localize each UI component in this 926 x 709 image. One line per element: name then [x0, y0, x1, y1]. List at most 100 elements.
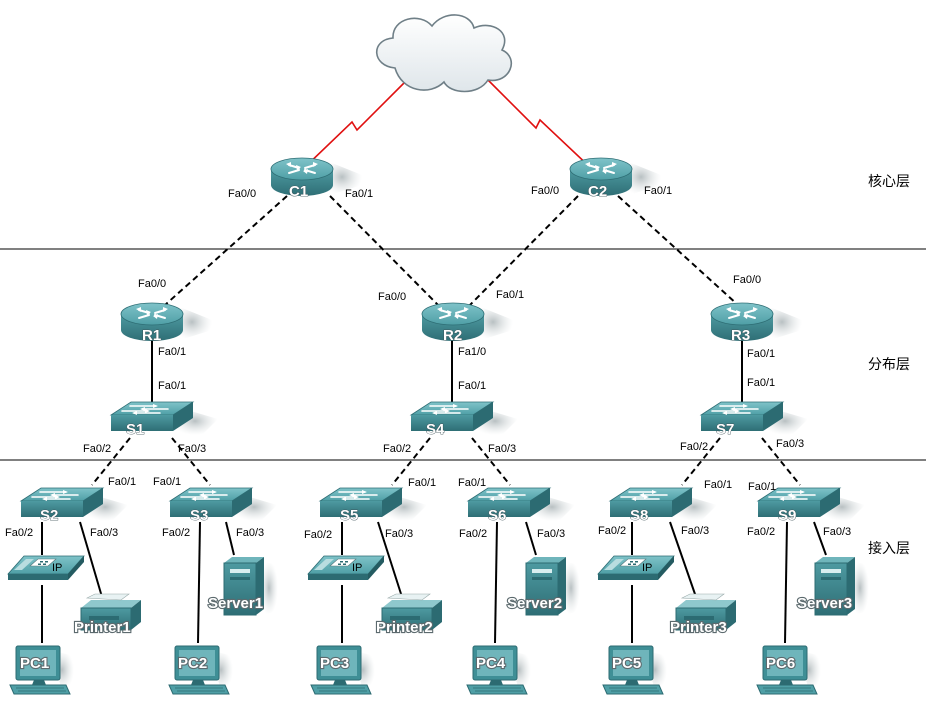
- switch-s3[interactable]: S3: [169, 487, 278, 524]
- link-s3-pc2: [197, 521, 201, 644]
- port-label: Fa0/2: [83, 443, 111, 455]
- port-label: Fa0/2: [598, 525, 626, 537]
- router-label: R3: [731, 327, 750, 344]
- ip-phones: IP IP IP: [7, 555, 675, 581]
- printer-3[interactable]: Printer3: [669, 593, 737, 637]
- port-label: Fa0/1: [408, 477, 436, 489]
- server-label: Server1: [208, 595, 263, 612]
- switch-s6[interactable]: S6: [467, 487, 576, 524]
- port-label: Fa0/2: [383, 443, 411, 455]
- printer-2[interactable]: Printer2: [375, 593, 443, 637]
- pc-5[interactable]: PC5: [602, 645, 668, 695]
- server-2[interactable]: Server2: [506, 556, 581, 616]
- switch-label: S5: [340, 507, 358, 524]
- links: [41, 79, 827, 644]
- port-label: Fa0/1: [458, 477, 486, 489]
- ip-phone-1[interactable]: IP: [7, 555, 85, 581]
- printer-label: Printer3: [670, 619, 727, 636]
- ip-phone-2[interactable]: IP: [307, 555, 385, 581]
- ip-phone-label: IP: [352, 562, 362, 574]
- pc-label: PC3: [320, 655, 349, 672]
- switch-s7[interactable]: S7: [700, 401, 809, 438]
- ip-phone-label: IP: [52, 562, 62, 574]
- port-label: Fa0/0: [733, 274, 761, 286]
- port-label: Fa0/1: [704, 479, 732, 491]
- link-s9-pc6: [784, 521, 788, 644]
- port-label: Fa0/1: [108, 476, 136, 488]
- server-label: Server2: [507, 595, 562, 612]
- link-s7-s9: [761, 437, 801, 486]
- switch-label: S4: [426, 421, 445, 438]
- router-c2[interactable]: C2: [569, 157, 662, 200]
- port-label: Fa0/1: [153, 476, 181, 488]
- switch-label: S6: [488, 507, 506, 524]
- switches: S1 S4 S7 S2 S3 S5 S6 S8: [20, 401, 866, 524]
- switch-s8[interactable]: S8: [609, 487, 718, 524]
- port-label: Fa0/2: [5, 527, 33, 539]
- link-s4-s6: [471, 437, 511, 486]
- port-label: Fa0/1: [747, 348, 775, 360]
- router-label: C1: [289, 183, 308, 200]
- router-r2[interactable]: R2: [421, 302, 514, 344]
- switch-s9[interactable]: S9: [757, 487, 866, 524]
- pc-2[interactable]: PC2: [168, 645, 234, 695]
- switch-label: S1: [126, 421, 144, 438]
- port-label: Fa0/1: [644, 185, 672, 197]
- port-label: Fa0/2: [459, 528, 487, 540]
- link-c1-r1: [164, 195, 288, 306]
- router-c1[interactable]: C1: [270, 157, 363, 200]
- port-label: Fa0/0: [228, 188, 256, 200]
- port-label: Fa0/2: [162, 527, 190, 539]
- port-label: Fa0/1: [158, 346, 186, 358]
- pc-1[interactable]: PC1: [9, 645, 75, 695]
- ip-phone-3[interactable]: IP: [597, 555, 675, 581]
- printer-label: Printer1: [74, 619, 131, 636]
- port-label: Fa0/1: [748, 481, 776, 493]
- pc-label: PC6: [766, 655, 795, 672]
- link-s6-pc4: [494, 521, 498, 644]
- layer-labels: 核心层 分布层 接入层: [868, 174, 910, 557]
- pc-label: PC2: [178, 655, 207, 672]
- router-r3[interactable]: R3: [710, 302, 803, 344]
- server-1[interactable]: Server1: [207, 556, 279, 616]
- printers: Printer1 Printer2 Printer3: [73, 593, 737, 637]
- switch-label: S3: [190, 507, 208, 524]
- layer-label-core: 核心层: [868, 174, 910, 190]
- link-s1-s3: [171, 437, 211, 486]
- port-label: Fa0/3: [681, 525, 709, 537]
- link-s7-s8: [681, 437, 721, 486]
- port-label: Fa1/0: [458, 346, 486, 358]
- port-label: Fa0/2: [680, 441, 708, 453]
- link-c2-cloud: [487, 79, 594, 171]
- pcs: PC1 PC2 PC3 PC4 PC5 PC6: [9, 645, 822, 695]
- cloud-icon: [375, 14, 513, 93]
- switch-s1[interactable]: S1: [110, 401, 219, 438]
- switch-s2[interactable]: S2: [20, 487, 129, 524]
- port-label: Fa0/1: [747, 377, 775, 389]
- port-label: Fa0/0: [138, 278, 166, 290]
- server-3[interactable]: Server3: [796, 556, 870, 616]
- pc-4[interactable]: PC4: [466, 645, 532, 695]
- port-label: Fa0/1: [458, 380, 486, 392]
- router-r1[interactable]: R1: [120, 302, 213, 344]
- pc-label: PC1: [20, 655, 49, 672]
- port-label: Fa0/3: [823, 526, 851, 538]
- pc-3[interactable]: PC3: [310, 645, 376, 695]
- switch-s4[interactable]: S4: [410, 401, 519, 438]
- switch-s5[interactable]: S5: [319, 487, 428, 524]
- switch-label: S7: [716, 421, 734, 438]
- link-c2-r2: [469, 195, 579, 306]
- port-label: Fa0/1: [345, 188, 373, 200]
- layer-label-distribution: 分布层: [868, 357, 910, 373]
- switch-label: S2: [40, 507, 58, 524]
- port-label: Fa0/3: [236, 527, 264, 539]
- port-label: Fa0/3: [90, 527, 118, 539]
- pc-6[interactable]: PC6: [756, 645, 822, 695]
- printer-1[interactable]: Printer1: [73, 593, 142, 637]
- link-s4-s5: [391, 437, 431, 486]
- port-labels: Fa0/0 Fa0/1 Fa0/0 Fa0/1 Fa0/0 Fa0/1 Fa0/…: [5, 185, 851, 541]
- port-label: Fa0/3: [178, 443, 206, 455]
- link-s2-printer1: [79, 521, 103, 598]
- switch-label: S9: [778, 507, 796, 524]
